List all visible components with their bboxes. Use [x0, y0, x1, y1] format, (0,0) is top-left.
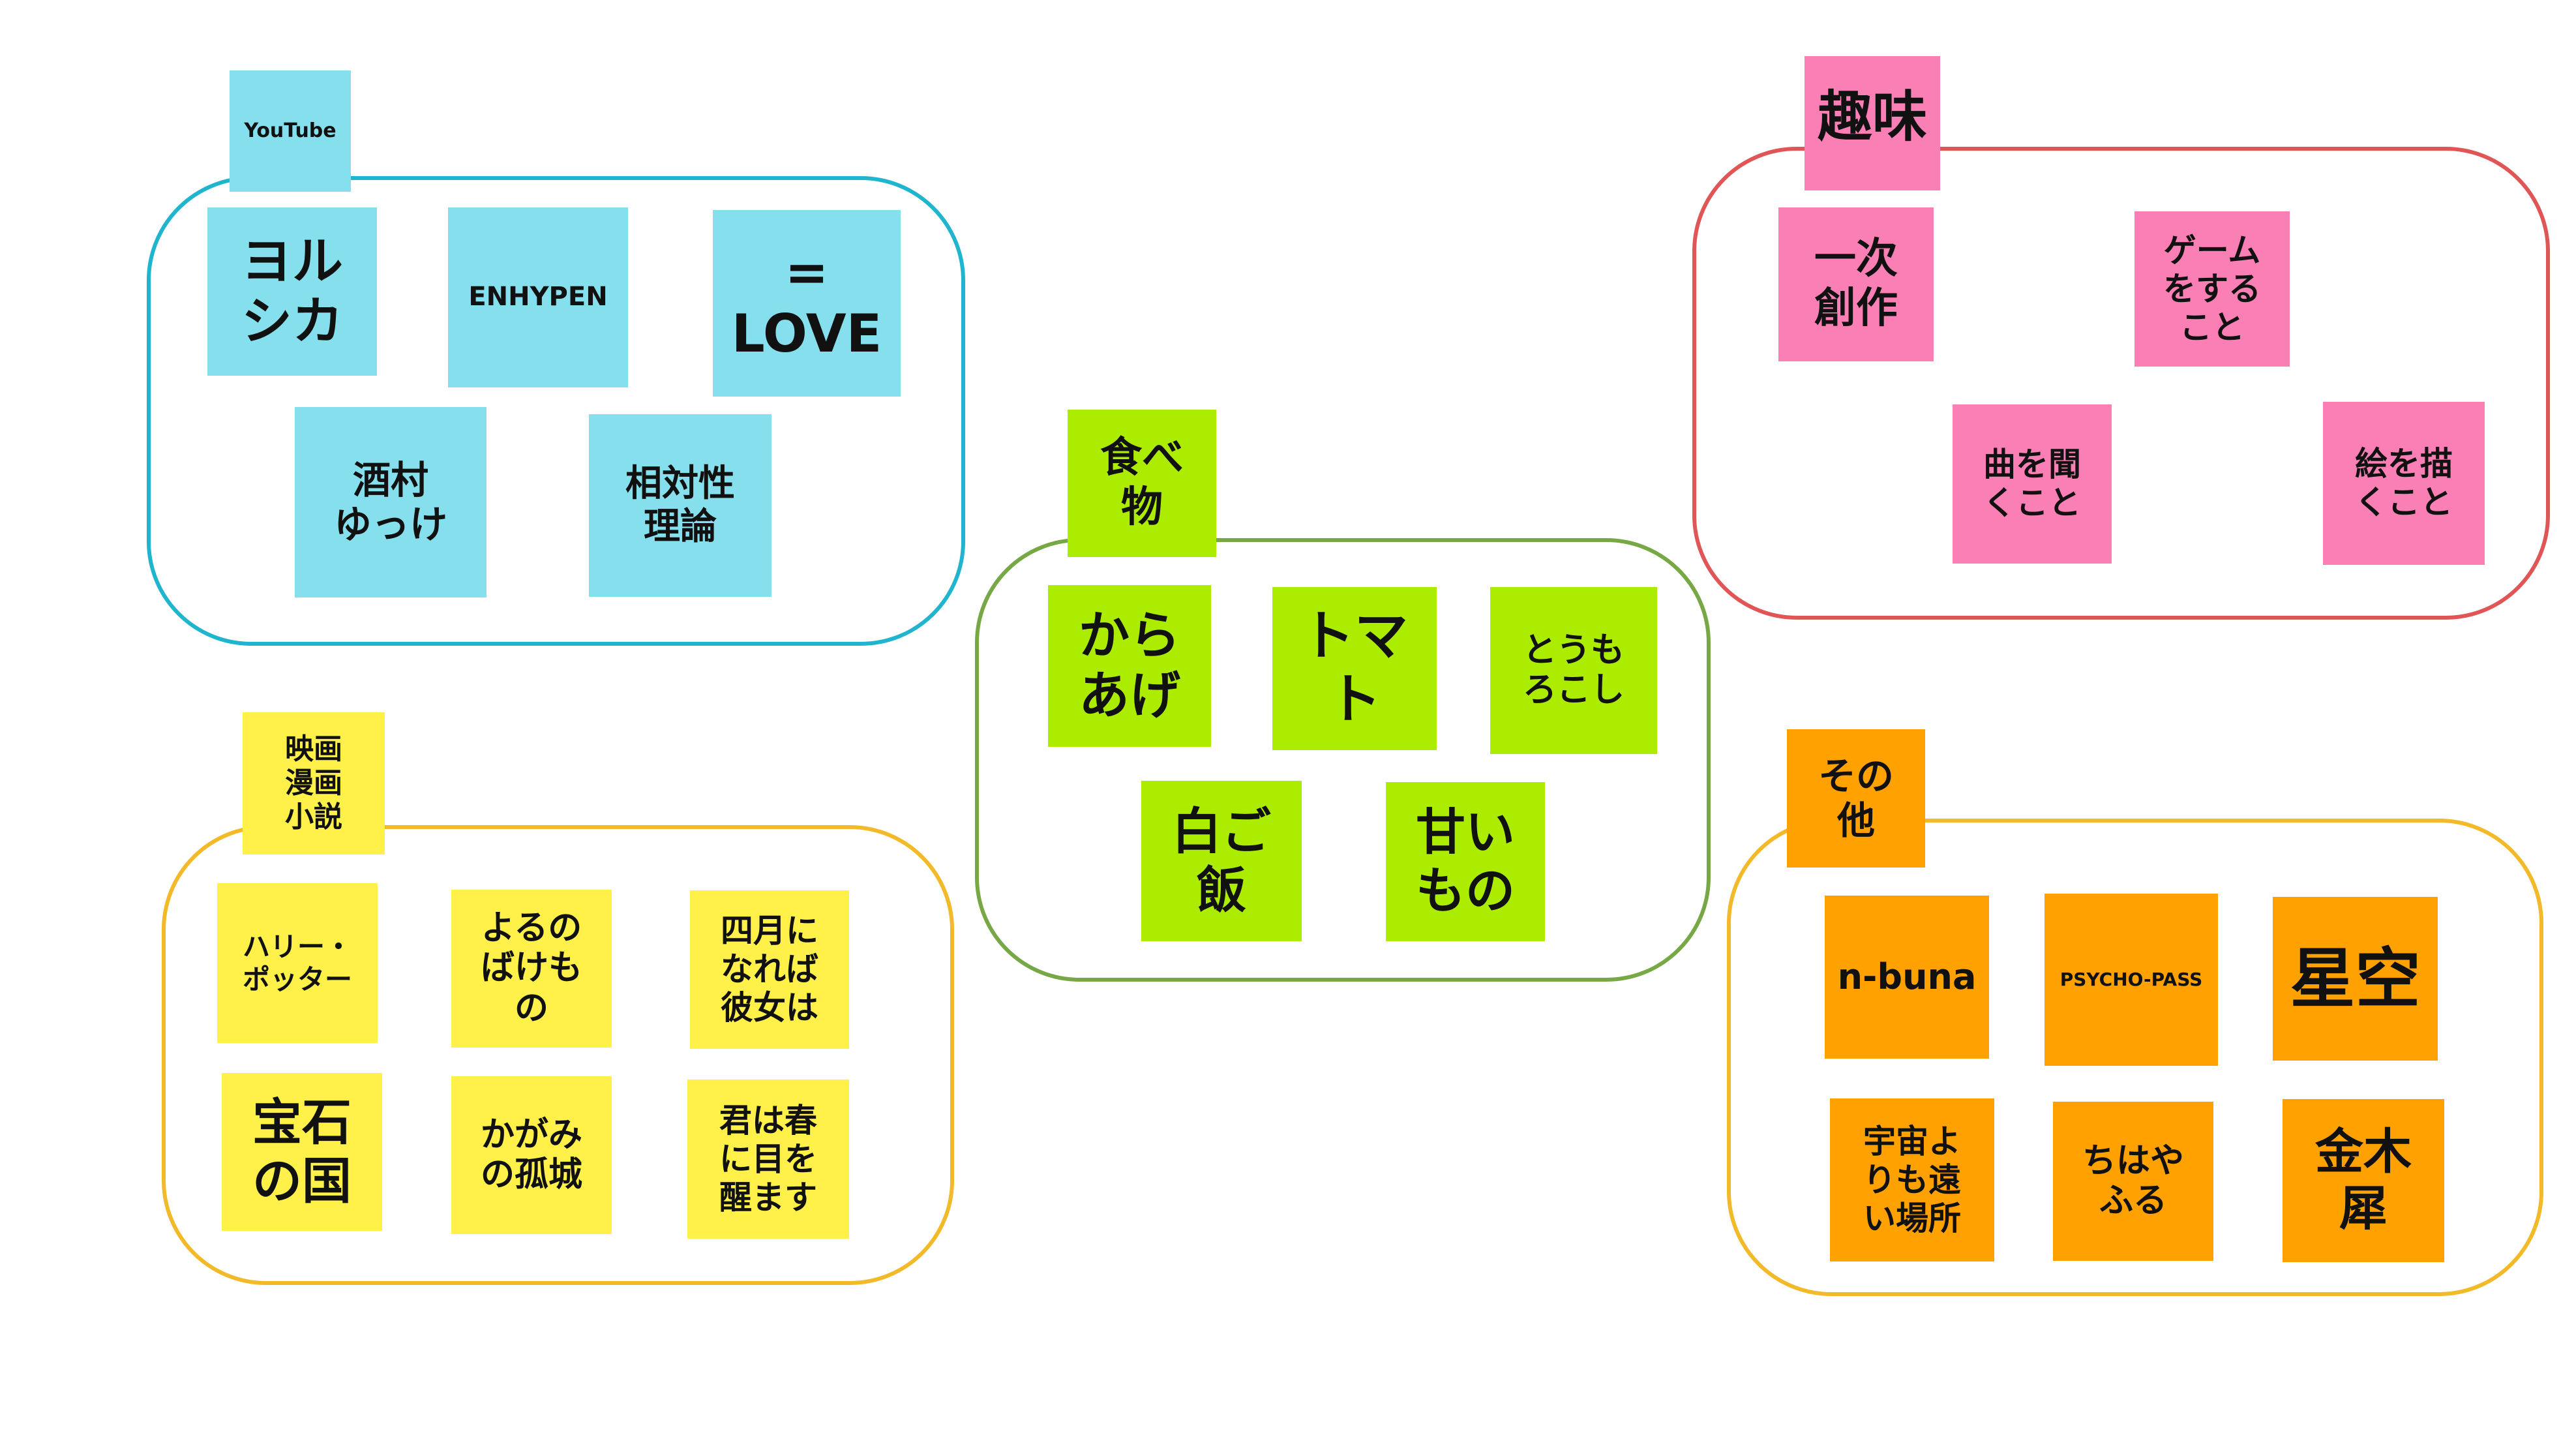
group-other: [1727, 819, 2543, 1296]
group-title-other[interactable]: その 他: [1787, 729, 1925, 868]
sticky-note[interactable]: = LOVE: [713, 210, 901, 397]
sticky-note[interactable]: 一次 創作: [1778, 207, 1934, 361]
group-title-media[interactable]: 映画 漫画 小説: [243, 712, 385, 854]
sticky-note[interactable]: 甘い もの: [1386, 782, 1545, 941]
group-title-youtube[interactable]: YouTube: [230, 70, 351, 192]
sticky-note[interactable]: トマ ト: [1272, 587, 1437, 750]
sticky-note[interactable]: から あげ: [1048, 585, 1211, 747]
sticky-note[interactable]: 曲を聞 くこと: [1953, 404, 2112, 564]
sticky-note[interactable]: 金木 犀: [2283, 1099, 2444, 1262]
sticky-note[interactable]: ハリー・ ポッター: [217, 883, 378, 1043]
sticky-note[interactable]: 相対性 理論: [589, 414, 771, 597]
sticky-note[interactable]: かがみ の孤城: [451, 1076, 612, 1234]
sticky-note[interactable]: ゲーム をする こと: [2134, 211, 2290, 367]
sticky-note[interactable]: ENHYPEN: [448, 207, 628, 387]
sticky-note[interactable]: PSYCHO-PASS: [2044, 894, 2218, 1066]
group-title-food[interactable]: 食べ 物: [1068, 410, 1216, 557]
sticky-note[interactable]: 星空: [2273, 897, 2438, 1061]
sticky-note[interactable]: よるの ばけも の: [451, 890, 612, 1048]
sticky-note[interactable]: n-buna: [1825, 896, 1989, 1059]
sticky-note[interactable]: ヨル シカ: [207, 207, 377, 376]
sticky-note[interactable]: 宝石 の国: [222, 1073, 382, 1231]
sticky-note[interactable]: 君は春 に目を 醒ます: [687, 1080, 849, 1239]
group-title-hobby[interactable]: 趣味: [1805, 56, 1940, 190]
sticky-note[interactable]: 白ご 飯: [1141, 781, 1302, 941]
sticky-note[interactable]: 絵を描 くこと: [2323, 402, 2485, 565]
group-youtube: [147, 176, 965, 646]
sticky-note[interactable]: 宇宙よ りも遠 い場所: [1830, 1098, 1994, 1261]
group-food: [975, 538, 1711, 982]
sticky-note[interactable]: 四月に なれば 彼女は: [690, 890, 849, 1049]
sticky-note[interactable]: とうも ろこし: [1490, 587, 1657, 754]
group-hobby: [1692, 147, 2550, 620]
group-media: [162, 825, 954, 1285]
sticky-note[interactable]: ちはや ふる: [2053, 1102, 2213, 1261]
sticky-note[interactable]: 酒村 ゆっけ: [295, 407, 487, 597]
